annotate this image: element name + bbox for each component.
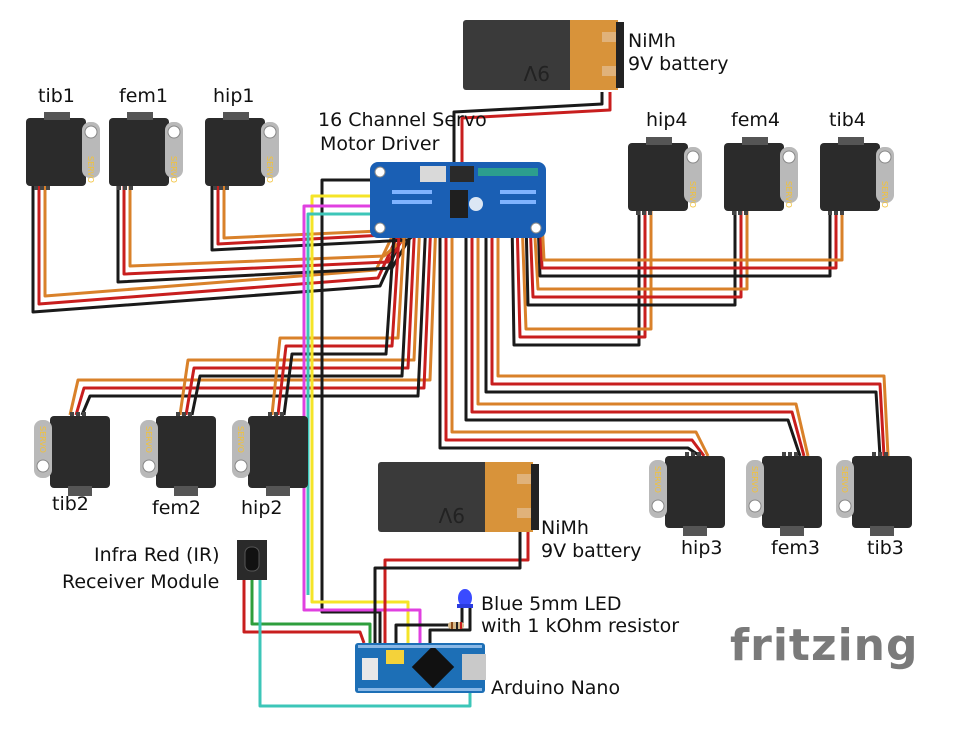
wire-30 (444, 220, 706, 457)
led-label-1: Blue 5mm LED (481, 593, 622, 615)
wire-33 (470, 220, 806, 457)
wires (31, 92, 890, 708)
servo-hip1: SERVO (205, 112, 279, 190)
wire-23 (178, 219, 422, 416)
servo-hip2-brand: SERVO (236, 426, 245, 453)
servo-fem4-brand: SERVO (784, 181, 793, 208)
servo-fem4: SERVO (724, 137, 798, 215)
servo-driver-board (370, 162, 546, 238)
driver-label-2: Motor Driver (320, 133, 440, 155)
servos: SERVO SERVO SERVO SERVO SERVO SERVO SERVO SERVO… (26, 112, 912, 536)
wire-46 (258, 580, 472, 708)
wire-1 (452, 92, 604, 162)
servo-label-fem2: fem2 (152, 497, 201, 519)
wire-31 (450, 220, 710, 457)
battery-top: 9V (463, 20, 624, 90)
wire-43 (373, 532, 522, 643)
wire-15 (528, 210, 743, 299)
nano-label: Arduino Nano (491, 677, 621, 699)
servo-hip3-brand: SERVO (653, 466, 662, 493)
servo-label-tib1: tib1 (38, 85, 75, 107)
servo-label-hip3: hip3 (681, 537, 723, 559)
servo-tib1: SERVO (26, 112, 100, 190)
servo-tib1-brand: SERVO (86, 156, 95, 183)
battery-mid-label-1: NiMh (541, 517, 589, 539)
servo-fem2: SERVO (140, 412, 216, 496)
ir-label-1: Infra Red (IR) (94, 544, 220, 566)
wire-0 (460, 92, 612, 162)
battery-top-face: 9V (523, 61, 550, 85)
wire-44 (242, 580, 366, 644)
servo-label-tib4: tib4 (829, 109, 866, 131)
arduino-nano (355, 643, 486, 693)
wire-40 (302, 204, 422, 643)
servo-label-fem1: fem1 (119, 85, 168, 107)
wire-26 (270, 219, 407, 416)
led-resistor (448, 589, 473, 629)
servo-fem1-brand: SERVO (169, 156, 178, 183)
servo-fem3-brand: SERVO (750, 466, 759, 493)
wire-48 (428, 608, 472, 643)
ir-receiver (237, 540, 267, 580)
fritzing-watermark: fritzing (730, 620, 919, 671)
servo-tib2-brand: SERVO (38, 426, 47, 453)
wire-12 (515, 210, 647, 339)
servo-label-hip2: hip2 (241, 497, 283, 519)
wire-28 (282, 219, 397, 416)
servo-label-tib3: tib3 (867, 537, 904, 559)
wire-32 (464, 220, 802, 457)
wire-27 (276, 219, 402, 416)
servo-tib2: SERVO (34, 412, 110, 496)
driver-label-1: 16 Channel Servo (318, 109, 487, 131)
wire-45 (250, 580, 372, 643)
wire-35 (484, 220, 882, 457)
ir-label-2: Receiver Module (62, 571, 220, 593)
wire-19 (540, 210, 844, 262)
servo-tib3: SERVO (836, 452, 912, 536)
wire-20 (68, 219, 438, 416)
servo-tib4: SERVO (820, 137, 894, 215)
servo-label-hip4: hip4 (646, 109, 688, 131)
wire-24 (184, 219, 417, 416)
wire-14 (524, 210, 737, 307)
servo-label-fem4: fem4 (731, 109, 780, 131)
servo-hip4: SERVO (628, 137, 702, 215)
wire-17 (536, 210, 832, 278)
servo-label-hip1: hip1 (213, 85, 255, 107)
wire-34 (476, 220, 810, 457)
servo-fem1: SERVO (109, 112, 183, 190)
servo-hip3: SERVO (649, 452, 725, 536)
battery-top-label-1: NiMh (628, 30, 676, 52)
wire-16 (532, 210, 749, 291)
battery-top-label-2: 9V battery (628, 53, 729, 75)
servo-hip2: SERVO (232, 412, 308, 496)
battery-mid: 9V (378, 462, 539, 532)
wire-42 (383, 532, 530, 643)
wire-18 (538, 210, 838, 270)
wire-22 (80, 219, 428, 416)
led-label-2: with 1 kOhm resistor (481, 615, 680, 637)
wire-39 (310, 194, 410, 643)
servo-tib3-brand: SERVO (840, 466, 849, 493)
wire-5 (116, 185, 422, 284)
wire-4 (43, 185, 402, 298)
servo-fem2-brand: SERVO (144, 426, 153, 453)
servo-label-tib2: tib2 (52, 493, 89, 515)
servo-hip4-brand: SERVO (688, 181, 697, 208)
servo-label-fem3: fem3 (771, 537, 820, 559)
servo-tib4-brand: SERVO (880, 181, 889, 208)
servo-hip1-brand: SERVO (265, 156, 274, 183)
wire-37 (496, 220, 890, 457)
servo-fem3: SERVO (746, 452, 822, 536)
wire-36 (490, 220, 886, 457)
wire-38 (320, 178, 382, 643)
battery-mid-label-2: 9V battery (541, 540, 642, 562)
battery-mid-face: 9V (438, 503, 465, 527)
wire-25 (190, 219, 412, 416)
wire-21 (74, 219, 433, 416)
